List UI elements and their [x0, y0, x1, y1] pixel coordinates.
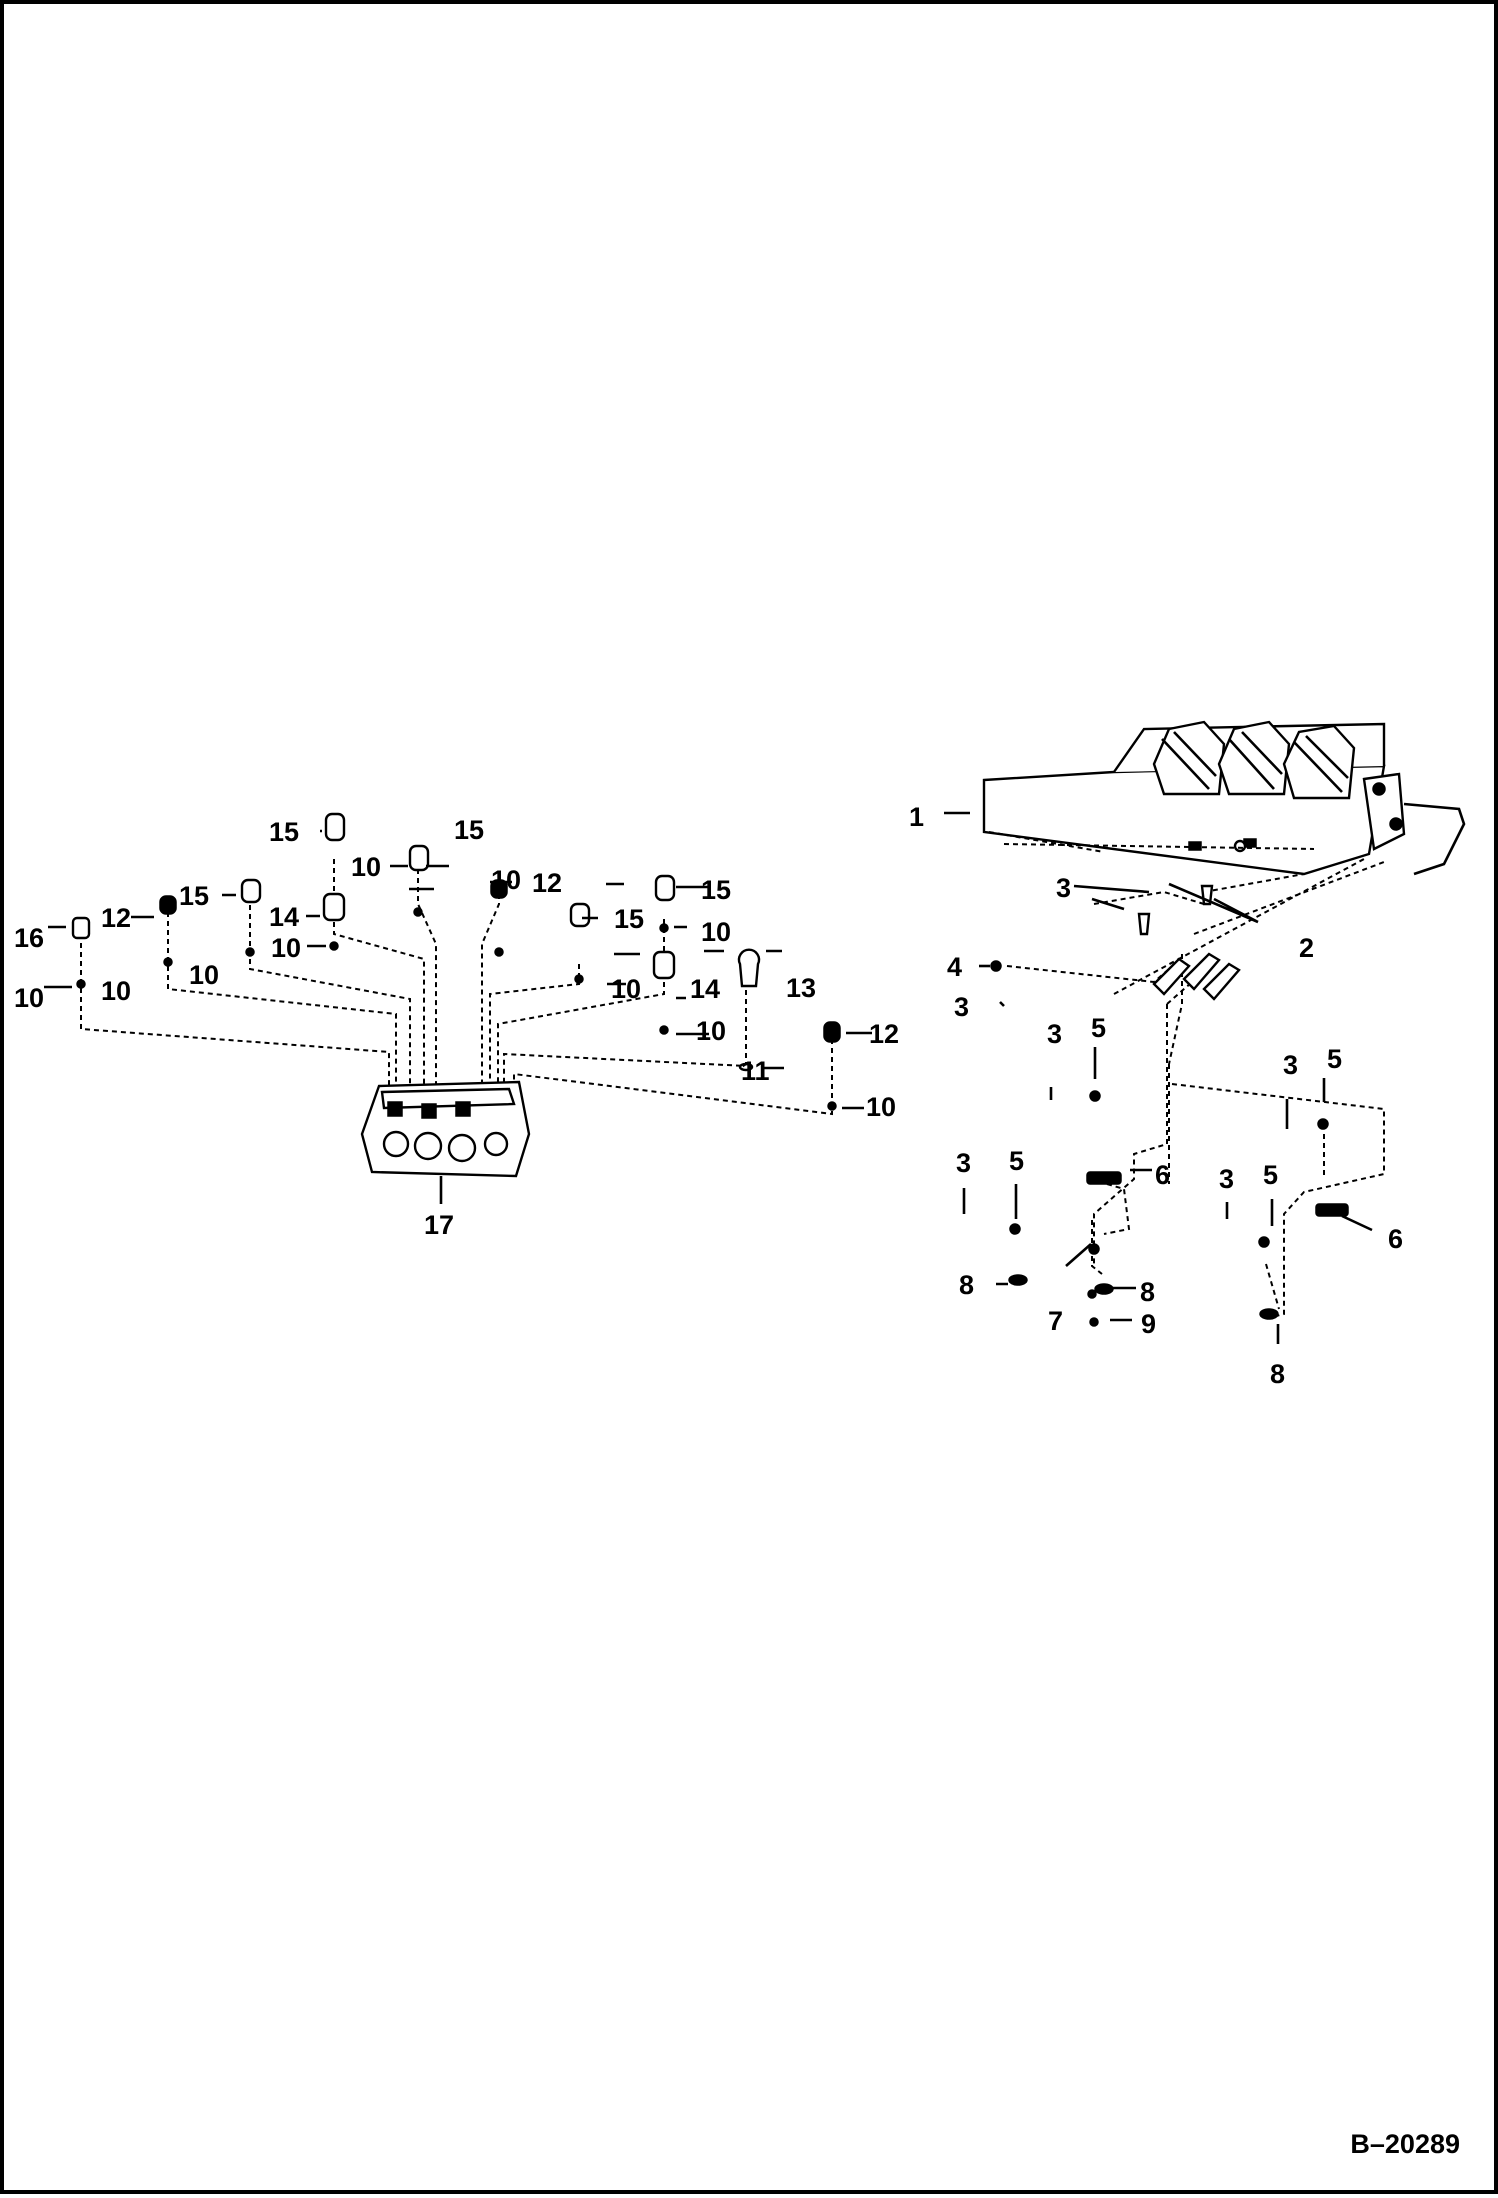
callout-10: 10: [701, 917, 731, 947]
rod-end-c: [1202, 962, 1241, 1001]
callout-15: 15: [701, 875, 731, 905]
callout-12: 12: [101, 903, 131, 933]
fitting-15-c: [408, 844, 430, 872]
rod-end-a: [1152, 957, 1191, 996]
rod-clevis-6-a: [1086, 1171, 1122, 1185]
callout-8: 8: [1270, 1359, 1285, 1389]
callout-14: 14: [690, 974, 720, 1004]
callout-5: 5: [1091, 1013, 1106, 1043]
fitting-15-e: [654, 874, 676, 902]
fitting-15-d: [569, 902, 591, 928]
callout-10: 10: [491, 865, 521, 895]
callout-6: 6: [1155, 1160, 1170, 1190]
callout-8: 8: [1140, 1277, 1155, 1307]
callout-12: 12: [869, 1019, 899, 1049]
callout-3: 3: [956, 1148, 971, 1178]
callout-10: 10: [189, 960, 219, 990]
callout-17: 17: [424, 1210, 454, 1240]
control-levers: [1152, 720, 1356, 800]
fitting-16: [71, 916, 91, 940]
drawing-number: B–20289: [1350, 2129, 1460, 2159]
oring-10: [76, 979, 86, 989]
callout-15: 15: [614, 904, 644, 934]
callout-3: 3: [1219, 1164, 1234, 1194]
callout-3: 3: [954, 992, 969, 1022]
plug-12-a: [159, 895, 177, 915]
callout-7: 7: [1048, 1306, 1063, 1336]
callout-12: 12: [532, 868, 562, 898]
plug-12-b: [490, 879, 508, 899]
callout-15: 15: [269, 817, 299, 847]
plug-12-c: [823, 1021, 841, 1043]
washer-9: [1089, 1317, 1099, 1327]
callout-3: 3: [1283, 1050, 1298, 1080]
callout-10: 10: [14, 983, 44, 1013]
control-valve-17: [360, 1080, 531, 1204]
oring-11: [738, 1062, 754, 1072]
callout-16: 16: [14, 923, 44, 953]
fitting-15-b: [324, 812, 346, 842]
callout-1: 1: [909, 802, 924, 832]
callout-15: 15: [179, 881, 209, 911]
clip-8-c: [1259, 1308, 1279, 1320]
callout-11: 11: [741, 1056, 770, 1086]
mount-bracket-1: [982, 720, 1466, 876]
callout-10: 10: [866, 1092, 896, 1122]
exploded-parts-diagram: 16 10 12 10 15 10 15 14 10 10 15 12 10 1…: [14, 720, 1466, 1389]
fitting-13: [737, 948, 761, 988]
fitting-15-a: [240, 878, 262, 904]
callout-14: 14: [269, 902, 299, 932]
callout-6: 6: [1388, 1224, 1403, 1254]
callout-10: 10: [696, 1016, 726, 1046]
fittings-left: [71, 812, 841, 1111]
callout-2: 2: [1299, 933, 1314, 963]
callout-10: 10: [271, 933, 301, 963]
callout-4: 4: [947, 952, 962, 982]
linkage-parts-right: [990, 858, 1385, 1327]
fitting-14-b: [652, 950, 676, 980]
pin-4: [990, 960, 1002, 972]
clip-8-a: [1008, 1274, 1028, 1286]
callout-3: 3: [1056, 873, 1071, 903]
callout-leaders: [44, 811, 1373, 1344]
rod-clevis-6-b: [1315, 1203, 1349, 1217]
callout-5: 5: [1327, 1044, 1342, 1074]
clip-8-b: [1094, 1283, 1114, 1295]
callout-5: 5: [1263, 1160, 1278, 1190]
callout-8: 8: [959, 1270, 974, 1300]
callout-10: 10: [351, 852, 381, 882]
callout-9: 9: [1141, 1309, 1156, 1339]
callout-10: 10: [611, 974, 641, 1004]
fitting-14-a: [322, 892, 346, 922]
callout-3: 3: [1047, 1019, 1062, 1049]
callout-13: 13: [786, 973, 816, 1003]
callout-10: 10: [101, 976, 131, 1006]
callout-labels: 16 10 12 10 15 10 15 14 10 10 15 12 10 1…: [14, 802, 1403, 1389]
callout-5: 5: [1009, 1146, 1024, 1176]
pin-2-b: [1137, 912, 1151, 936]
callout-15: 15: [454, 815, 484, 845]
rod-end-b: [1182, 952, 1221, 991]
